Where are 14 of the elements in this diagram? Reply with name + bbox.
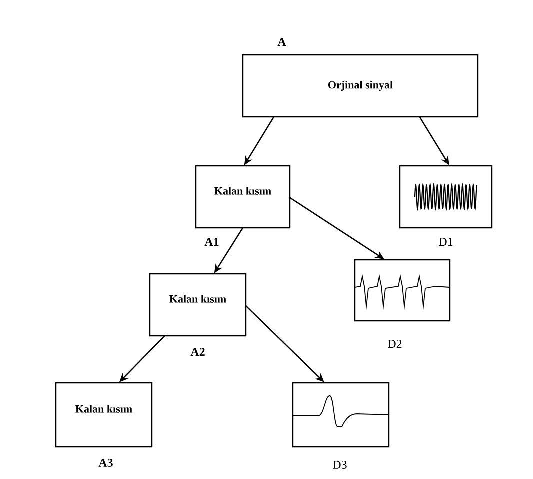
- node-label: A: [278, 38, 286, 46]
- node-label: A2: [190, 348, 205, 356]
- node-label: D1: [439, 238, 453, 246]
- process-box: Orjinal sinyal: [242, 54, 479, 118]
- signal-box: [399, 165, 493, 229]
- node-label: D3: [333, 460, 347, 470]
- signal-box: [292, 382, 390, 448]
- node-label: D2: [388, 340, 402, 348]
- process-box: Kalan kısım: [55, 382, 153, 448]
- node-label: A3: [98, 458, 113, 468]
- signal-box: [354, 259, 451, 322]
- node-label: A1: [204, 238, 219, 246]
- process-box: Kalan kısım: [195, 165, 291, 229]
- process-box: Kalan kısım: [149, 273, 247, 337]
